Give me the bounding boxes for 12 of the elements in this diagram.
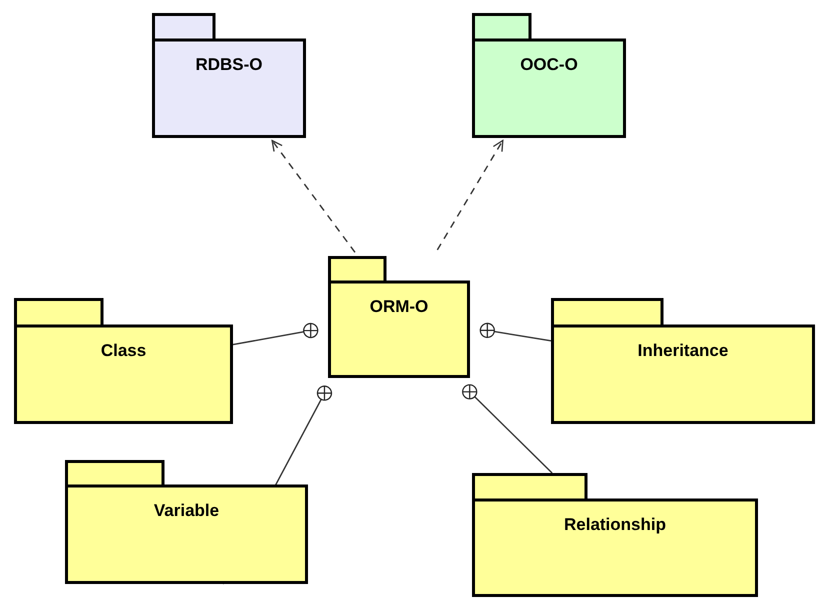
dependency-arrow [271,140,356,253]
package-name: Class [100,340,146,362]
containment-line [232,322,318,346]
package-name: Inheritance [638,340,728,362]
containment-line [462,384,553,474]
package-name: RDBS-O [195,54,263,76]
package-name: Variable [154,500,220,522]
package-name: OOC-O [520,54,578,76]
package-name: ORM-O [370,296,428,318]
package-name: Relationship [564,514,666,536]
dependency-arrow [436,140,504,250]
containment-line [480,322,552,342]
